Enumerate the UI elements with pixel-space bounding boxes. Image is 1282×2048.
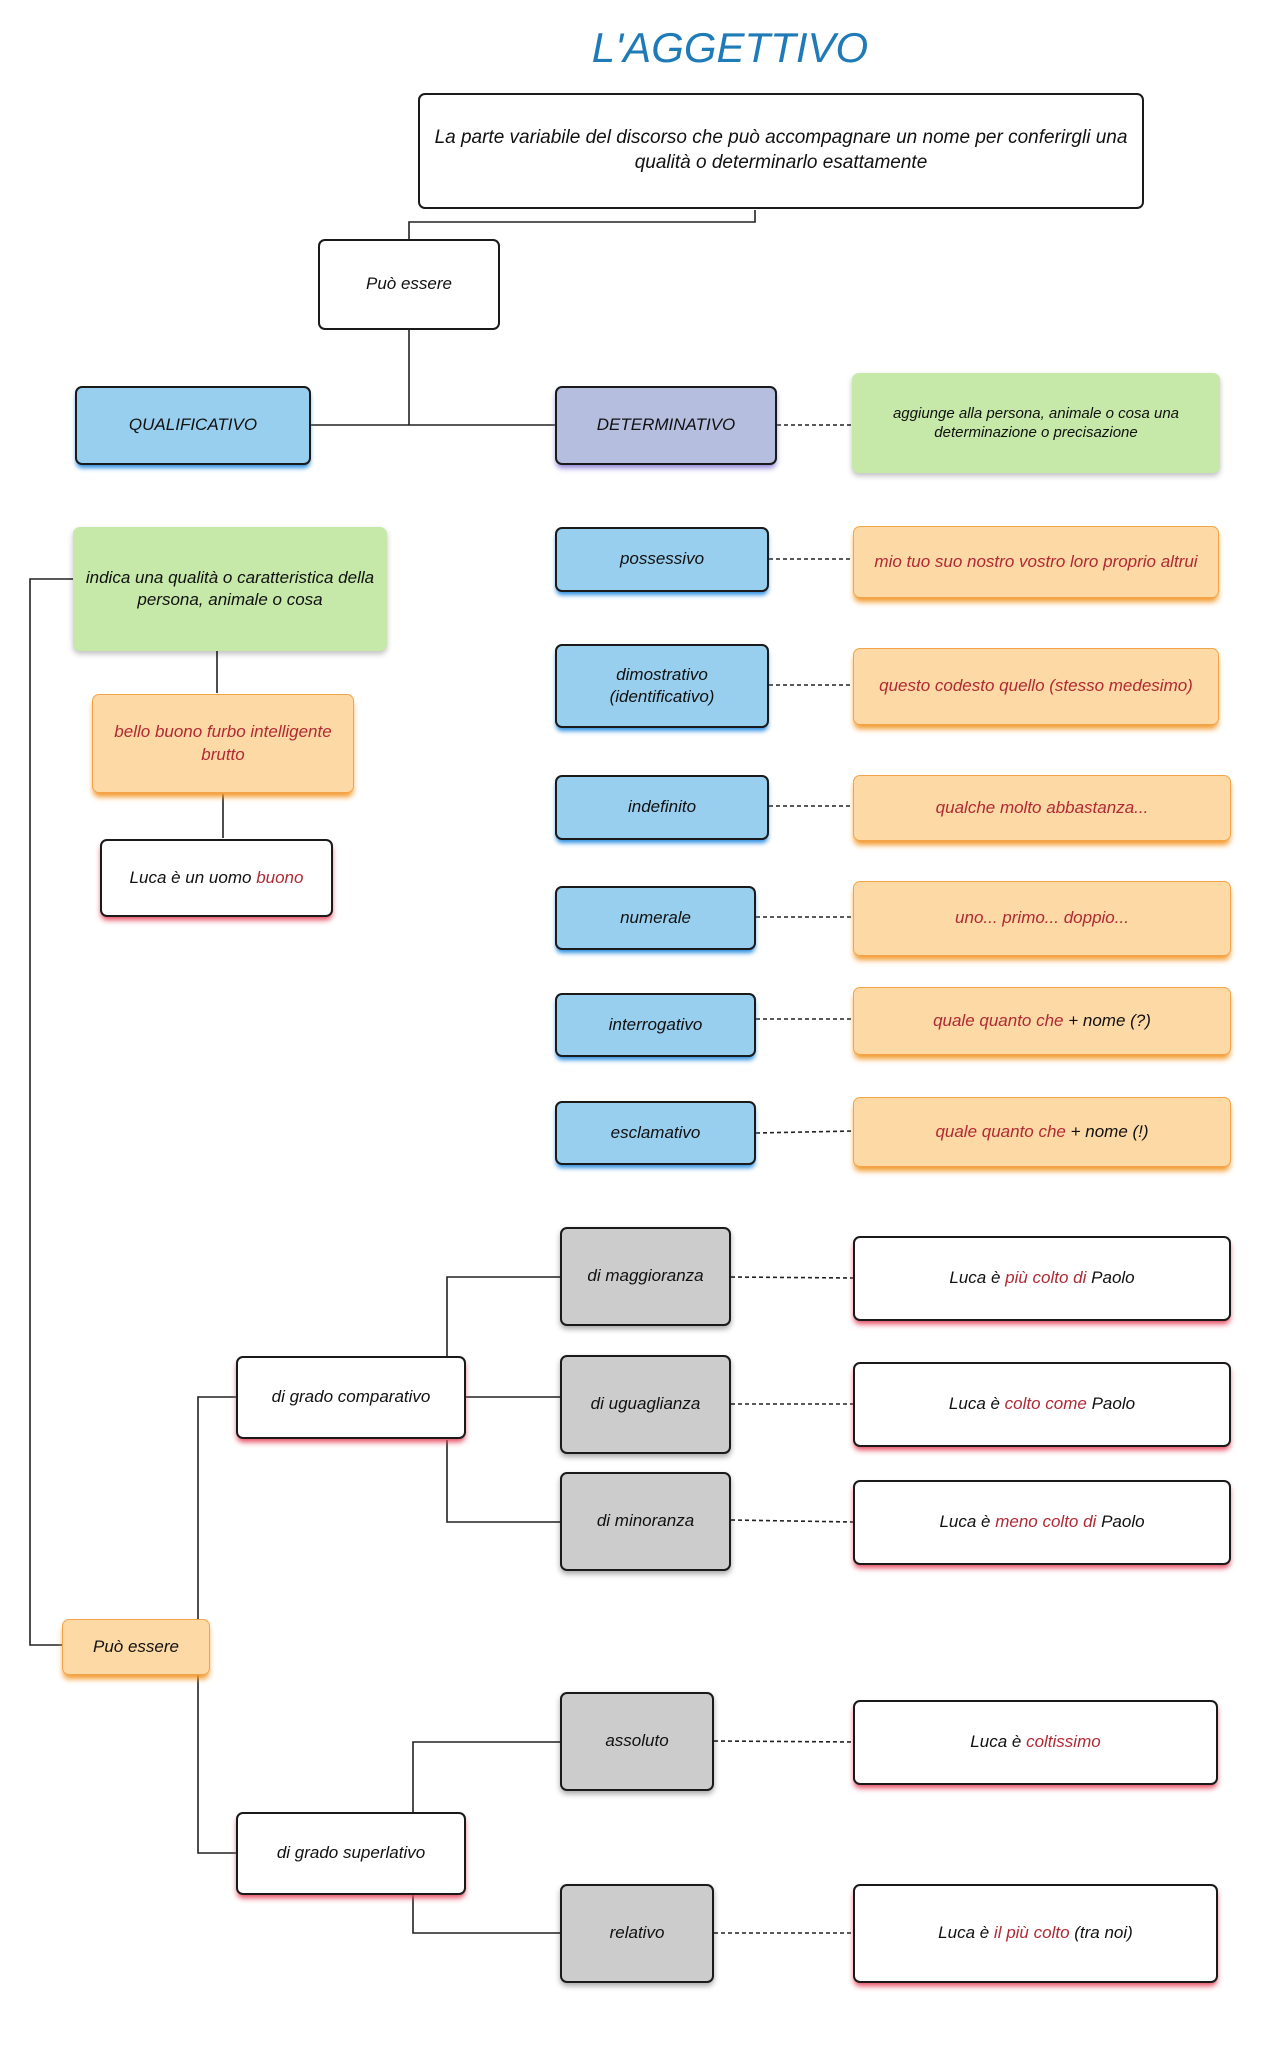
esclamativo-box: esclamativo	[555, 1101, 756, 1165]
dashed-connector	[755, 1130, 854, 1134]
qualificativo-label: QUALIFICATIVO	[128, 415, 258, 435]
determinativo-description-box: aggiunge alla persona, animale o cosa un…	[852, 373, 1220, 473]
connector	[412, 1895, 560, 1934]
dimostrativo-box: dimostrativo (identificativo)	[555, 644, 769, 728]
connector	[408, 210, 756, 240]
dashed-connector	[730, 1276, 854, 1279]
connector	[29, 578, 73, 1646]
dashed-connector	[713, 1740, 854, 1743]
possessivo-example: mio tuo suo nostro vostro loro proprio a…	[874, 551, 1198, 571]
interrogativo-example: quale quanto che + nome (?)	[933, 1010, 1151, 1030]
dimostrativo-example-box: questo codesto quello (stesso medesimo)	[853, 648, 1219, 725]
esclamativo-label: esclamativo	[610, 1122, 701, 1142]
possessivo-example-box: mio tuo suo nostro vostro loro proprio a…	[853, 526, 1219, 598]
connector	[446, 1276, 560, 1356]
uguaglianza-example-box: Luca è colto come Paolo	[853, 1362, 1231, 1447]
minoranza-label: di minoranza	[596, 1511, 695, 1531]
maggioranza-example-box: Luca è più colto di Paolo	[853, 1236, 1231, 1321]
page-title: L'AGGETTIVO	[591, 24, 869, 71]
qualificativo-sentence-highlight: buono	[256, 867, 304, 887]
puo-essere-top-text: Può essere	[366, 274, 452, 294]
maggioranza-box: di maggioranza	[560, 1227, 731, 1326]
interrogativo-label: interrogativo	[608, 1014, 703, 1034]
indefinito-label: indefinito	[627, 797, 697, 817]
qualificativo-description: indica una qualità o caratteristica dell…	[85, 567, 375, 609]
dashed-connector	[730, 1519, 854, 1523]
connector	[197, 1396, 236, 1620]
puo-essere-top-box: Può essere	[318, 239, 500, 330]
determinativo-description: aggiunge alla persona, animale o cosa un…	[892, 404, 1180, 442]
qualificativo-examples-box: bello buono furbo intelligente brutto	[92, 694, 354, 793]
minoranza-example: Luca è meno colto di Paolo	[939, 1512, 1145, 1532]
relativo-example-box: Luca è il più colto (tra noi)	[853, 1884, 1218, 1983]
minoranza-example-box: Luca è meno colto di Paolo	[853, 1480, 1231, 1565]
superlativo-box: di grado superlativo	[236, 1812, 466, 1895]
definition-box: La parte variabile del discorso che può …	[418, 93, 1144, 209]
dimostrativo-label: dimostrativo (identificativo)	[609, 664, 715, 706]
comparativo-box: di grado comparativo	[236, 1356, 466, 1439]
indefinito-example: qualche molto abbastanza...	[935, 797, 1149, 817]
connector	[446, 1440, 560, 1523]
interrogativo-example-box: quale quanto che + nome (?)	[853, 987, 1231, 1055]
maggioranza-label: di maggioranza	[587, 1266, 704, 1286]
uguaglianza-label: di uguaglianza	[590, 1394, 701, 1414]
puo-essere-bottom-box: Può essere	[62, 1619, 210, 1675]
assoluto-example: Luca è coltissimo	[970, 1732, 1101, 1752]
qualificativo-description-box: indica una qualità o caratteristica dell…	[73, 527, 387, 651]
numerale-example: uno... primo... doppio...	[955, 908, 1129, 928]
interrogativo-box: interrogativo	[555, 993, 756, 1057]
determinativo-box: DETERMINATIVO	[555, 386, 777, 465]
indefinito-box: indefinito	[555, 775, 769, 840]
puo-essere-bottom-text: Può essere	[93, 1636, 179, 1656]
relativo-label: relativo	[609, 1923, 665, 1943]
determinativo-label: DETERMINATIVO	[596, 415, 736, 435]
comparativo-label: di grado comparativo	[271, 1387, 431, 1407]
qualificativo-sentence-box: Luca è un uomo buono	[100, 839, 333, 917]
indefinito-example-box: qualche molto abbastanza...	[853, 775, 1231, 841]
uguaglianza-example: Luca è colto come Paolo	[948, 1394, 1136, 1414]
relativo-example: Luca è il più colto (tra noi)	[938, 1923, 1133, 1943]
minoranza-box: di minoranza	[560, 1472, 731, 1571]
connector	[412, 1741, 560, 1812]
assoluto-label: assoluto	[605, 1731, 669, 1751]
definition-text: La parte variabile del discorso che può …	[434, 127, 1128, 173]
superlativo-label: di grado superlativo	[276, 1843, 426, 1863]
assoluto-box: assoluto	[560, 1692, 714, 1791]
numerale-example-box: uno... primo... doppio...	[853, 881, 1231, 956]
connector	[197, 1674, 236, 1854]
assoluto-example-box: Luca è coltissimo	[853, 1700, 1218, 1785]
uguaglianza-box: di uguaglianza	[560, 1355, 731, 1454]
qualificativo-examples: bello buono furbo intelligente brutto	[114, 722, 332, 764]
numerale-box: numerale	[555, 886, 756, 950]
qualificativo-box: QUALIFICATIVO	[75, 386, 311, 465]
possessivo-label: possessivo	[619, 549, 705, 569]
dimostrativo-example: questo codesto quello (stesso medesimo)	[879, 676, 1193, 696]
maggioranza-example: Luca è più colto di Paolo	[949, 1268, 1135, 1288]
esclamativo-example-box: quale quanto che + nome (!)	[853, 1097, 1231, 1167]
numerale-label: numerale	[620, 907, 691, 927]
possessivo-box: possessivo	[555, 527, 769, 592]
relativo-box: relativo	[560, 1884, 714, 1983]
esclamativo-example: quale quanto che + nome (!)	[935, 1121, 1149, 1141]
qualificativo-sentence: Luca è un uomo buono	[129, 867, 304, 887]
